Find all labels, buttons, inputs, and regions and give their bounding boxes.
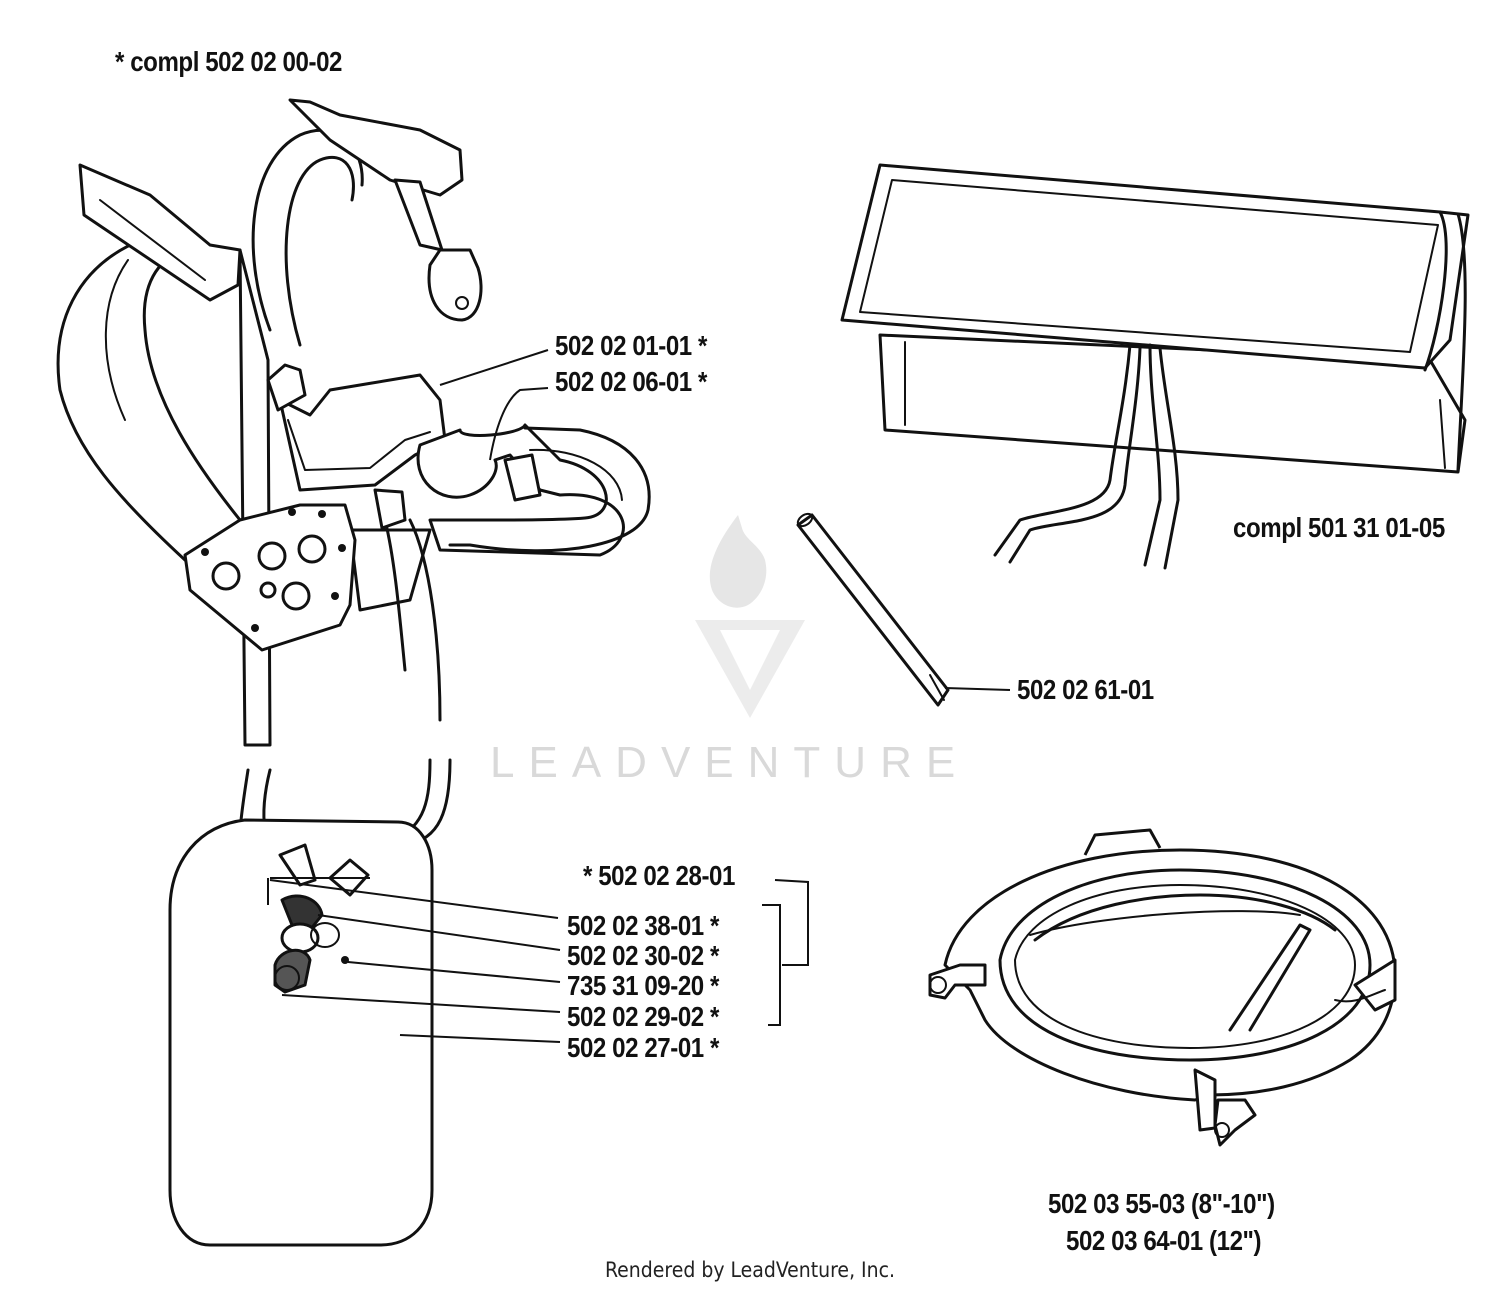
label-part-29: 502 02 29-02 *	[567, 1001, 719, 1032]
label-part-30: 502 02 30-02 *	[567, 940, 719, 971]
watermark-text: LEADVENTURE	[490, 738, 970, 787]
label-harness-assembly: * compl 502 02 00-02	[115, 46, 342, 77]
label-rod: 502 02 61-01	[1017, 674, 1154, 705]
label-hook: 502 02 06-01 *	[555, 366, 707, 397]
rod-drawing	[796, 512, 950, 707]
label-guard-8-10: 502 03 55-03 (8"-10")	[1048, 1188, 1275, 1219]
footer-credit: Rendered by LeadVenture, Inc.	[605, 1258, 895, 1282]
label-hip-kit: * 502 02 28-01	[583, 860, 735, 891]
label-buckle: 502 02 01-01 *	[555, 330, 707, 361]
blade-guard-drawing	[928, 828, 1397, 1147]
label-guard-12: 502 03 64-01 (12")	[1066, 1225, 1262, 1256]
label-part-735: 735 31 09-20 *	[567, 970, 719, 1001]
apron-drawing	[840, 163, 1470, 570]
label-part-38: 502 02 38-01 *	[567, 910, 719, 941]
label-hip-pad: 502 02 27-01 *	[567, 1032, 719, 1063]
leader-lines	[267, 349, 1011, 1043]
hip-pad-drawing	[168, 818, 434, 1247]
label-apron-assembly: compl 501 31 01-05	[1233, 512, 1445, 543]
harness-drawing	[56, 98, 651, 847]
